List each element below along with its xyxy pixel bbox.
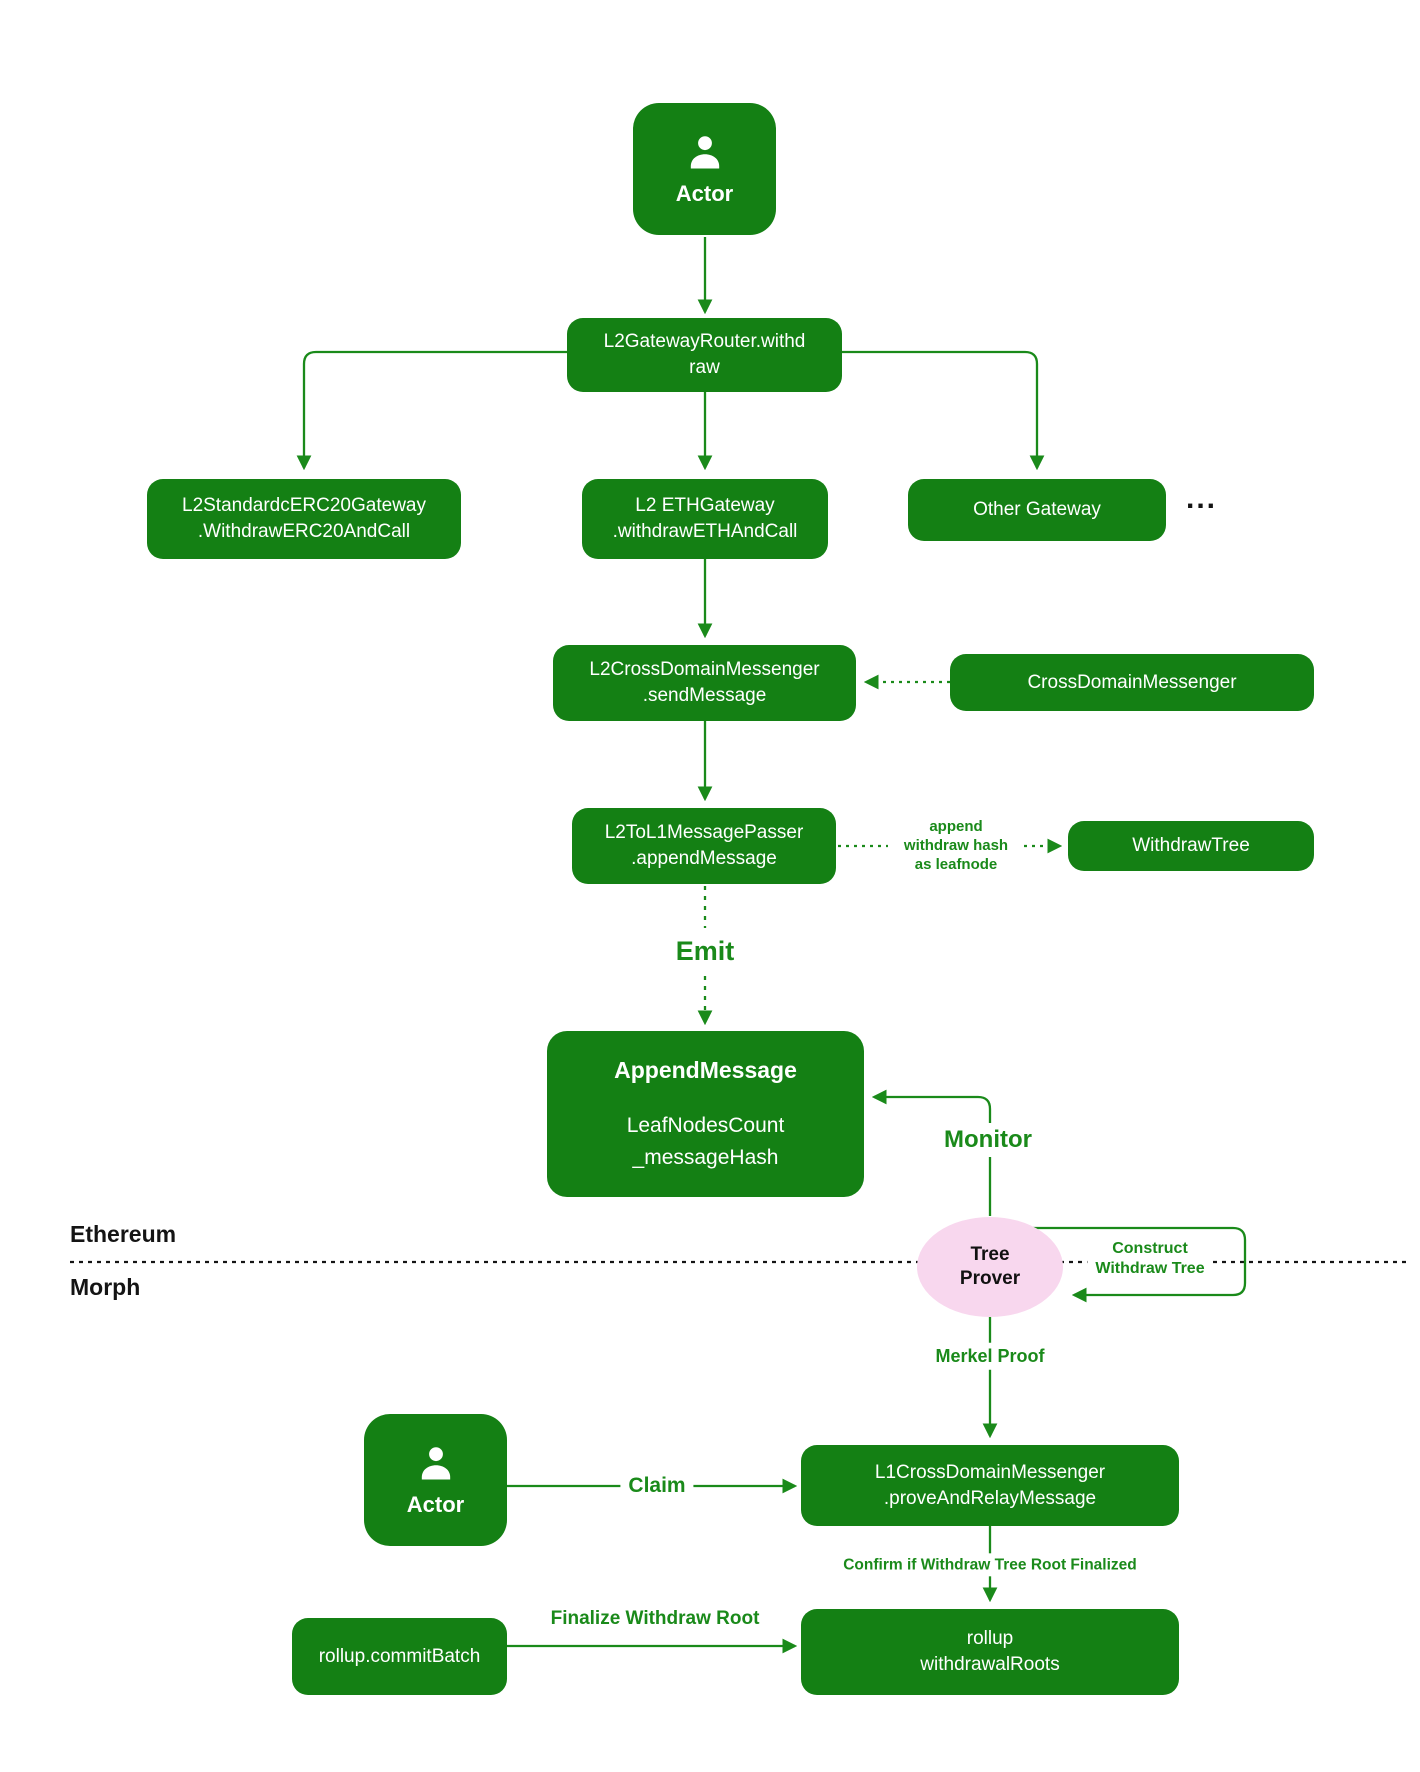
label-claim: Claim — [620, 1470, 694, 1502]
node-l2-standard-erc20-gateway: L2StandardcERC20Gateway .WithdrawERC20An… — [147, 479, 461, 559]
label-merkel-proof: Merkel Proof — [927, 1342, 1053, 1370]
node-l2-eth-gateway: L2 ETHGateway .withdrawETHAndCall — [582, 479, 828, 559]
label-layer-ethereum: Ethereum — [70, 1221, 177, 1247]
node-withdraw-tree: WithdrawTree — [1068, 821, 1314, 871]
person-icon — [690, 136, 719, 169]
label-append-withdraw-hash: append withdraw hash as leafnode — [903, 817, 1009, 873]
label-monitor: Monitor — [936, 1123, 1040, 1157]
node-other-gateway: Other Gateway — [908, 479, 1166, 541]
append-message-title: AppendMessage — [614, 1056, 797, 1083]
append-message-params: LeafNodesCount _messageHash — [626, 1114, 785, 1169]
label-emit: Emit — [675, 936, 735, 967]
node-l2-to-l1-message-passer: L2ToL1MessagePasser .appendMessage — [572, 808, 836, 884]
label-construct-withdraw-tree: Construct Withdraw Tree — [1087, 1237, 1213, 1281]
arrow-monitor-to-appendmessage — [871, 1089, 992, 1216]
node-l1-cross-domain-messenger: L1CrossDomainMessenger .proveAndRelayMes… — [801, 1445, 1179, 1526]
label-confirm-finalized: Confirm if Withdraw Tree Root Finalized — [835, 1553, 1145, 1577]
node-l2-gateway-router: L2GatewayRouter.withd raw — [567, 318, 842, 392]
node-label: Actor — [675, 181, 734, 207]
node-tree-prover: Tree Prover — [917, 1217, 1063, 1317]
other-gateways-ellipsis: ... — [1186, 482, 1218, 515]
node-cross-domain-messenger: CrossDomainMessenger — [950, 654, 1314, 711]
node-append-message: AppendMessage LeafNodesCount _messageHas… — [547, 1031, 864, 1197]
node-actor-top: Actor — [633, 103, 776, 235]
node-rollup-withdrawal-roots: rollup withdrawalRoots — [801, 1609, 1179, 1695]
person-icon — [421, 1447, 450, 1480]
arrow-construct-withdraw-tree-loop — [1030, 1226, 1247, 1303]
label-layer-morph: Morph — [70, 1274, 141, 1300]
node-label: Actor — [406, 1492, 465, 1518]
node-l2-cross-domain-messenger: L2CrossDomainMessenger .sendMessage — [553, 645, 856, 721]
node-rollup-commit-batch: rollup.commitBatch — [292, 1618, 507, 1695]
arrow-router-to-other-gateway — [842, 350, 1045, 471]
arrow-router-to-erc20-gateway — [296, 350, 567, 471]
node-actor-bottom: Actor — [364, 1414, 507, 1546]
label-finalize-withdraw-root: Finalize Withdraw Root — [550, 1608, 760, 1630]
